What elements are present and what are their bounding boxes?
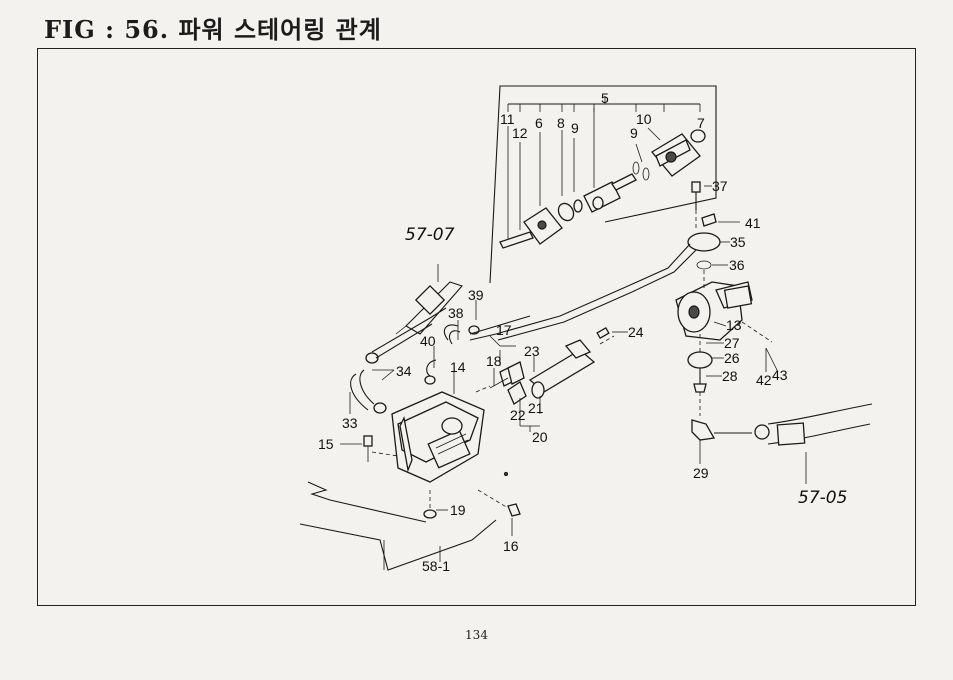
leader-lines bbox=[340, 185, 807, 562]
callout-35: 35 bbox=[730, 234, 746, 250]
callout-39: 39 bbox=[468, 287, 484, 303]
callout-23: 23 bbox=[524, 343, 540, 359]
callout-12: 12 bbox=[512, 125, 528, 141]
callout-33: 33 bbox=[342, 415, 358, 431]
callout-16: 16 bbox=[503, 538, 519, 554]
callout-15: 15 bbox=[318, 436, 334, 452]
pump-internal-parts bbox=[499, 108, 706, 249]
mounting-bolts bbox=[363, 435, 521, 519]
callout-7: 7 bbox=[697, 115, 705, 131]
callout-41: 41 bbox=[745, 215, 761, 231]
callout-38: 38 bbox=[448, 305, 464, 321]
callout-26: 26 bbox=[724, 350, 740, 366]
power-steering-pump bbox=[675, 281, 773, 343]
callout-18: 18 bbox=[486, 353, 502, 369]
pump-inlet-parts bbox=[687, 334, 770, 441]
callout-24: 24 bbox=[628, 324, 644, 340]
callout-20: 20 bbox=[532, 429, 548, 445]
callout-22: 22 bbox=[510, 407, 526, 423]
reference-57-05: 57-05 bbox=[798, 488, 847, 508]
page-title: FIG : 56. 파워 스테어링 관계 bbox=[44, 15, 382, 44]
tank-hoses bbox=[350, 307, 531, 414]
callout-6: 6 bbox=[535, 115, 543, 131]
callout-43: 43 bbox=[772, 367, 788, 383]
pressure-pipe bbox=[469, 285, 633, 341]
pump-outlet-parts bbox=[627, 181, 721, 293]
callout-9-left: 9 bbox=[571, 120, 579, 136]
vehicle-frame bbox=[299, 481, 497, 571]
callout-36: 36 bbox=[729, 257, 745, 273]
callout-21: 21 bbox=[528, 400, 544, 416]
callout-28: 28 bbox=[722, 368, 738, 384]
callout-11: 11 bbox=[500, 111, 515, 127]
callout-40: 40 bbox=[420, 333, 436, 349]
reference-57-07: 57-07 bbox=[405, 225, 455, 245]
callout-5: 5 bbox=[601, 90, 609, 106]
pump-inset-box bbox=[489, 85, 717, 284]
callout-27: 27 bbox=[724, 335, 740, 351]
suction-hose bbox=[767, 403, 873, 446]
callout-9-right: 9 bbox=[630, 125, 638, 141]
steering-cylinder bbox=[499, 327, 615, 405]
callout-34: 34 bbox=[396, 363, 412, 379]
oil-tank bbox=[391, 391, 485, 483]
callout-42: 42 bbox=[756, 372, 772, 388]
callout-19: 19 bbox=[450, 502, 466, 518]
callout-37: 37 bbox=[712, 178, 728, 194]
callout-17: 17 bbox=[496, 322, 512, 338]
callout-14: 14 bbox=[450, 359, 466, 375]
callout-labels: 5 11 12 6 8 9 9 10 7 37 41 35 36 13 27 2… bbox=[318, 90, 847, 574]
diagram-frame bbox=[37, 48, 916, 606]
callout-29: 29 bbox=[693, 465, 709, 481]
pressure-hose-57-07 bbox=[395, 281, 463, 335]
callout-8: 8 bbox=[557, 115, 565, 131]
filter-parts bbox=[475, 350, 525, 393]
callout-10: 10 bbox=[636, 111, 652, 127]
callout-58-1: 58-1 bbox=[422, 558, 450, 574]
callout-13: 13 bbox=[726, 317, 742, 333]
page-number: 134 bbox=[465, 628, 488, 642]
